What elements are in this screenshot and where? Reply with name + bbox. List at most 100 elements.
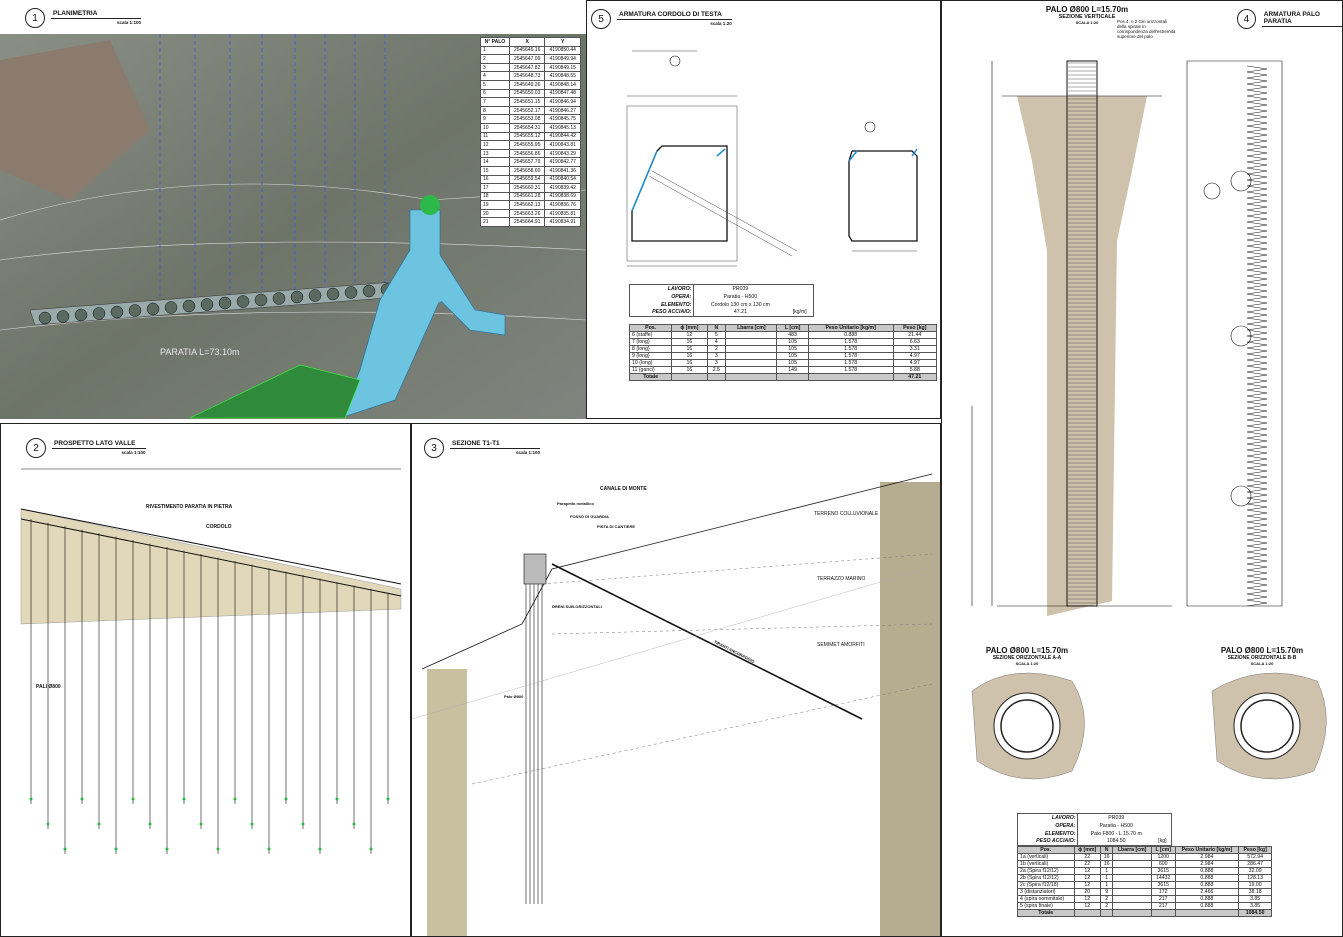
- cladding-label: RIVESTIMENTO PARATIA IN PIETRA: [146, 504, 233, 510]
- table-cell: [706, 373, 727, 381]
- table-cell: 4190839.42: [544, 183, 581, 193]
- pile-toe-marker: [80, 797, 84, 801]
- info-row: ELEMENTO:Cordolo 130 cm x 130 cm: [629, 300, 814, 309]
- pile-toe-marker: [29, 797, 33, 801]
- table-cell: [1073, 909, 1101, 917]
- pile-toe-marker: [301, 822, 305, 826]
- table-cell: 22: [1073, 860, 1101, 868]
- spiral-turn: [1246, 554, 1268, 559]
- pile-marker: [92, 307, 106, 320]
- table-cell: 2: [706, 345, 727, 353]
- spiral-turn: [1246, 398, 1268, 403]
- table-cell: 2545649.26: [508, 79, 546, 90]
- table-cell: 149: [776, 366, 809, 374]
- table-cell: 12: [1073, 867, 1101, 875]
- pile-marker: [254, 293, 268, 307]
- table-cell: [1099, 909, 1114, 917]
- table-cell: 172: [1150, 888, 1176, 896]
- spiral-turn: [1246, 311, 1268, 316]
- total-label: Totale: [628, 373, 673, 381]
- table-cell: 15: [480, 165, 510, 176]
- table-cell: 4190846.27: [544, 105, 581, 116]
- spiral-turn: [1246, 596, 1268, 601]
- spiral-turn: [1246, 149, 1268, 154]
- table-cell: 3615: [1150, 881, 1176, 889]
- spiral-turn: [1246, 449, 1268, 454]
- spiral-note: Pos.4: n.2 Giri orizzontali della spiral…: [1117, 19, 1176, 39]
- info-value: 1084.50: [1106, 838, 1126, 845]
- table-cell: 16: [671, 359, 708, 367]
- panel-4-title-block: 4 ARMATURA PALO PARATIA: [1237, 9, 1342, 29]
- pile-toe-marker: [63, 847, 67, 851]
- spiral-turn: [1246, 560, 1268, 565]
- table-cell: 2: [1099, 895, 1114, 903]
- spiral-turn: [1246, 467, 1268, 472]
- table-cell: 14: [480, 157, 510, 167]
- info-value: PR039: [1108, 814, 1125, 821]
- table-cell: 4190836.76: [544, 200, 581, 210]
- table-cell: 21: [480, 217, 510, 228]
- spiral-turn: [1246, 281, 1268, 286]
- spiral-turn: [1246, 404, 1268, 409]
- spiral-turn: [1246, 161, 1268, 166]
- spiral-turn: [1246, 221, 1268, 226]
- table-cell: 0.888: [1174, 874, 1240, 882]
- spiral-turn: [1246, 425, 1268, 430]
- pile-toe-marker: [233, 797, 237, 801]
- table-cell: 2.984: [1174, 860, 1240, 868]
- pile-toe-marker: [182, 797, 186, 801]
- table-cell: 3.85: [1238, 895, 1272, 903]
- spiral-turn: [1246, 593, 1268, 598]
- pile-toe-marker: [369, 847, 373, 851]
- info-unit: [786, 301, 813, 309]
- pile-marker: [56, 310, 70, 323]
- spiral-turn: [1246, 485, 1268, 490]
- panel-title: ARMATURA PALO PARATIA: [1261, 9, 1342, 27]
- table-cell: [1112, 909, 1152, 917]
- table-cell: 1a (verticali): [1017, 853, 1075, 861]
- beam-label: CORDOLO: [206, 524, 232, 530]
- spiral-turn: [1246, 350, 1268, 355]
- table-cell: 4190849.94: [544, 54, 581, 64]
- spiral-turn: [1246, 419, 1268, 424]
- info-row: LAVORO:PR039: [1017, 813, 1172, 822]
- table-cell: [1112, 902, 1152, 910]
- spiral-turn: [1246, 452, 1268, 457]
- spiral-turn: [1246, 146, 1268, 151]
- pile-toe-marker: [335, 797, 339, 801]
- spiral-turn: [1246, 95, 1268, 100]
- column-header: Peso [kg]: [892, 324, 938, 332]
- pile-marker: [308, 289, 322, 302]
- pile-toe-marker: [97, 822, 101, 826]
- spiral-turn: [1246, 410, 1268, 415]
- panel-number: 1: [25, 8, 45, 28]
- spiral-turn: [1246, 143, 1268, 148]
- table-cell: 7: [480, 97, 510, 107]
- spiral-turn: [1246, 125, 1268, 130]
- column-header: Pos.: [628, 324, 673, 332]
- pile-toe-marker: [216, 847, 220, 851]
- spiral-turn: [1246, 230, 1268, 235]
- total-value: 47.21: [892, 373, 938, 381]
- table-cell: 0.888: [1174, 867, 1240, 875]
- spiral-turn: [1246, 323, 1268, 328]
- table-cell: 16: [480, 174, 510, 185]
- table-cell: 483: [776, 331, 809, 339]
- spiral-turn: [1246, 179, 1268, 184]
- spiral-turn: [1246, 284, 1268, 289]
- table-cell: 2a (Spira f12/12): [1017, 867, 1075, 875]
- table-cell: 10: [480, 122, 510, 133]
- table-cell: 4190841.36: [544, 165, 581, 176]
- spiral-turn: [1246, 317, 1268, 322]
